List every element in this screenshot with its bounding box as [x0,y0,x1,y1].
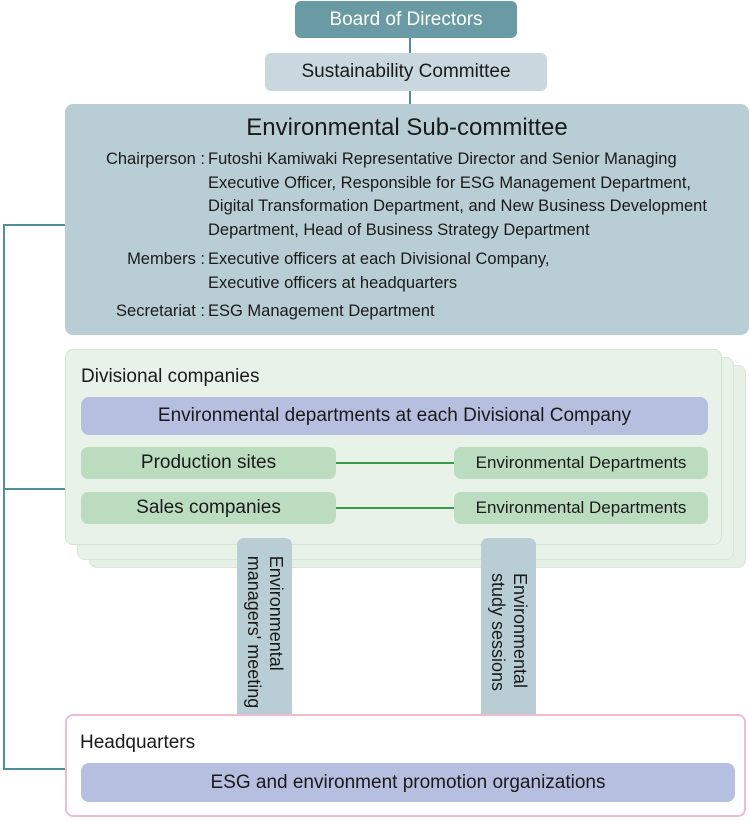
sustainability-committee-box: Sustainability Committee [265,53,547,91]
board-of-directors-box: Board of Directors [295,1,517,38]
esg-promotion-label: ESG and environment promotion organizati… [210,771,606,793]
connector-left-divisional [3,488,65,490]
chairperson-line: Department, Head of Business Strategy De… [208,220,590,239]
chairperson-label: Chairperson : [105,150,205,168]
production-env-dept-box: Environmental Departments [454,447,708,479]
chairperson-value: Futoshi Kamiwaki Representative Director… [208,148,748,242]
production-sites-label: Production sites [140,452,277,473]
headquarters-title: Headquarters [80,732,196,753]
members-line: Executive officers at headquarters [208,273,458,292]
members-label: Members : [127,250,205,268]
sales-env-dept-label: Environmental Departments [475,498,687,517]
production-link-line [336,462,454,464]
chairperson-line: Futoshi Kamiwaki Representative Director… [208,150,677,168]
managers-meeting-line2: managers' meeting [243,555,264,708]
study-sessions-box: Environmental study sessions [481,538,536,725]
managers-meeting-box: Environmental managers' meeting [237,538,292,725]
connector-sustainability-subcommittee [409,91,411,104]
env-departments-bar: Environmental departments at each Divisi… [81,397,708,435]
env-departments-label: Environmental departments at each Divisi… [157,405,632,426]
production-env-dept-label: Environmental Departments [475,453,687,472]
secretariat-row: Secretariat : ESG Management Department [65,300,749,324]
members-line: Executive officers at each Divisional Co… [208,250,550,268]
secretariat-value: ESG Management Department [208,300,748,324]
chairperson-line: Executive Officer, Responsible for ESG M… [208,173,692,192]
sustainability-label: Sustainability Committee [301,61,511,82]
secretariat-label: Secretariat : [116,302,205,320]
divisional-title: Divisional companies [81,366,260,387]
study-sessions-text: Environmental study sessions [487,572,531,690]
sales-env-dept-box: Environmental Departments [454,492,708,524]
sales-link-line [336,507,454,509]
chairperson-row: Chairperson : Futoshi Kamiwaki Represent… [65,148,749,242]
chairperson-line: Digital Transformation Department, and N… [208,197,707,215]
members-value: Executive officers at each Divisional Co… [208,248,748,295]
connector-left-headquarters [3,768,65,770]
sales-companies-label: Sales companies [136,497,281,518]
board-label: Board of Directors [329,8,483,30]
esg-promotion-bar: ESG and environment promotion organizati… [81,763,735,802]
study-sessions-line2: study sessions [487,572,508,691]
managers-meeting-text: Environmental managers' meeting [243,555,287,708]
study-sessions-line1: Environmental [509,572,530,688]
connector-left-subcommittee [3,224,65,226]
secretariat-text: ESG Management Department [208,302,435,320]
environmental-subcommittee-box: Environmental Sub-committee Chairperson … [65,104,749,335]
managers-meeting-line1: Environmental [265,555,286,671]
connector-board-sustainability [409,38,411,53]
sales-companies-box: Sales companies [81,492,336,524]
members-row: Members : Executive officers at each Div… [65,248,749,295]
connector-left-vertical [3,224,5,770]
production-sites-box: Production sites [81,447,336,479]
subcommittee-title: Environmental Sub-committee [246,114,568,141]
